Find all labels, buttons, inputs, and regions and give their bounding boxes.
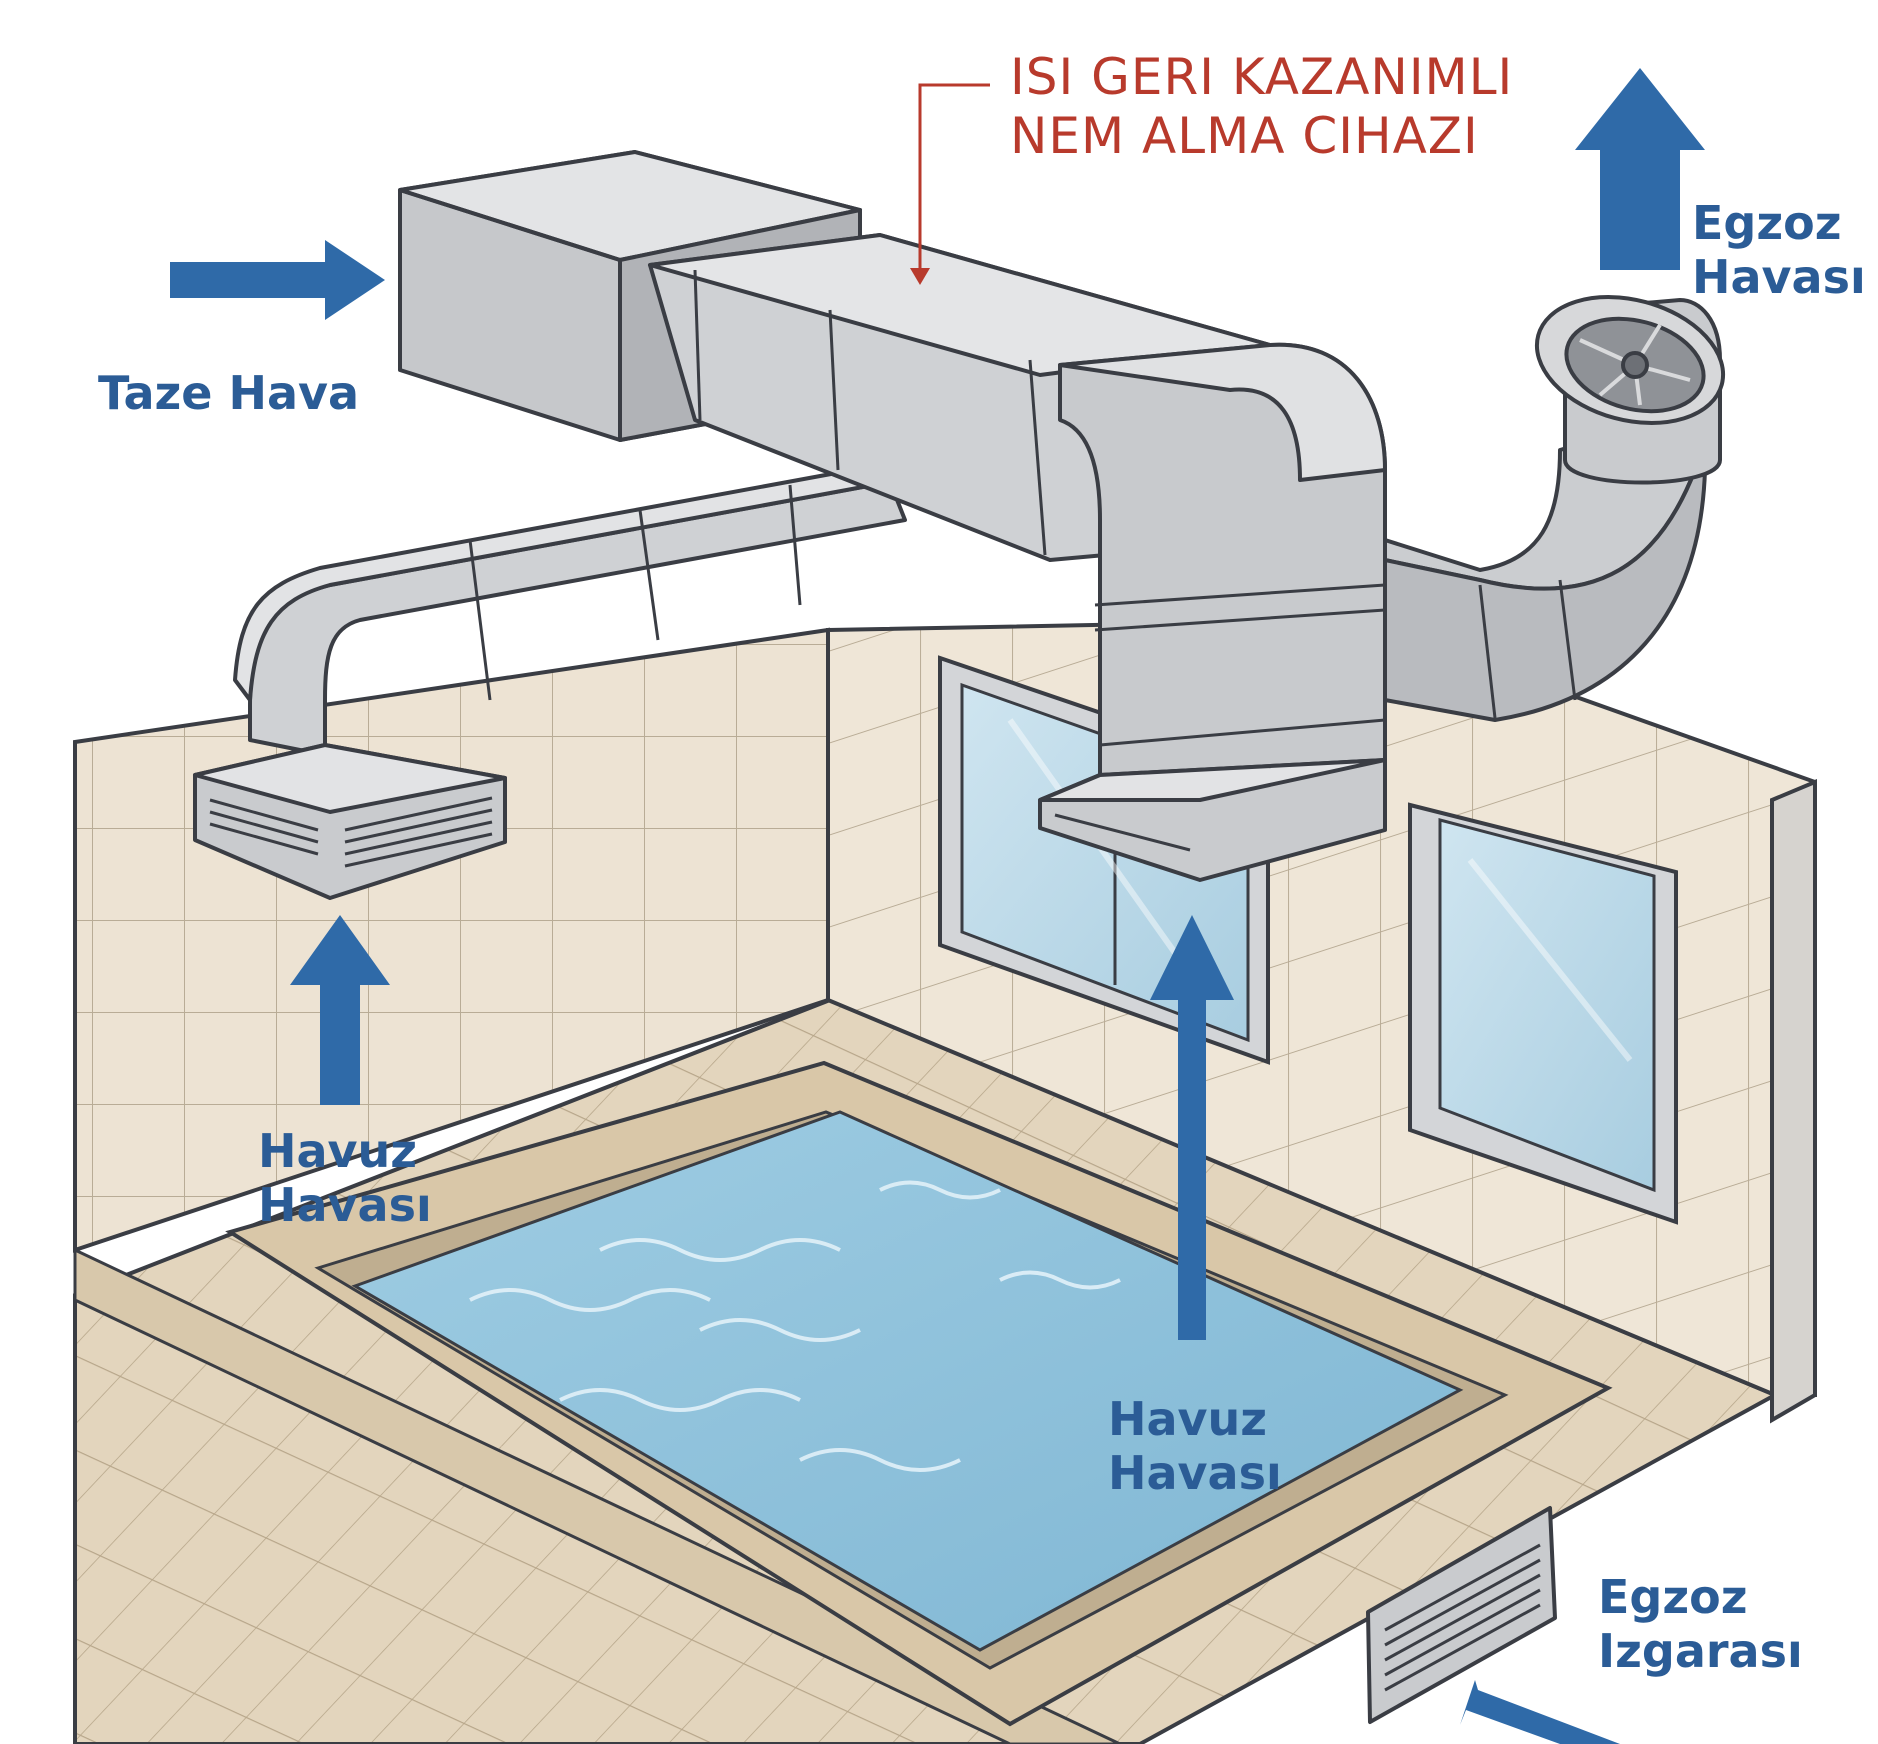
- arrow-up-icon: [1150, 915, 1234, 1340]
- center-supply-elbow: [1058, 342, 1387, 792]
- exhaust-air-label: Egzoz Havası: [1692, 196, 1866, 305]
- pool: [225, 1060, 1613, 1727]
- fresh-air-label: Taze Hava: [98, 366, 360, 420]
- water-ripples: [469, 1180, 1121, 1472]
- exhaust-grille-line2: Izgarası: [1598, 1624, 1803, 1679]
- pool-air-left-line2: Havası: [258, 1178, 432, 1233]
- arrow-up-icon: [1575, 68, 1705, 270]
- arrow-up-icon: [290, 915, 390, 1105]
- right-wall-edge: [1770, 778, 1817, 1424]
- device-label-line2: NEM ALMA CIHAZI: [1010, 107, 1479, 165]
- exhaust-grille: [1366, 1506, 1557, 1724]
- pool-air-center-line1: Havuz: [1108, 1392, 1268, 1446]
- pool-air-center-label: Havuz Havası: [1108, 1392, 1282, 1501]
- window-right: [1408, 802, 1678, 1225]
- device-label: ISI GERI KAZANIMLI NEM ALMA CIHAZI: [1010, 48, 1513, 166]
- ductwork: [193, 150, 1726, 1724]
- fan-icon: [1564, 316, 1706, 414]
- left-supply-diffuser: [193, 743, 507, 900]
- device-label-line1: ISI GERI KAZANIMLI: [1010, 48, 1514, 106]
- pool-air-center-line2: Havası: [1108, 1446, 1282, 1501]
- pool-water: [351, 1110, 1464, 1652]
- exhaust-fan-hood: [1534, 295, 1726, 485]
- arrow-right-icon: [170, 240, 385, 320]
- airflow-arrows: [170, 68, 1705, 1744]
- pool-air-left-label: Havuz Havası: [258, 1124, 432, 1233]
- pool-air-left-line1: Havuz: [258, 1124, 418, 1178]
- device-pointer-line: [918, 83, 990, 280]
- exhaust-grille-line1: Egzoz: [1598, 1570, 1748, 1624]
- exhaust-air-label-line1: Egzoz: [1692, 196, 1842, 250]
- exhaust-grille-label: Egzoz Izgarası: [1598, 1570, 1803, 1679]
- center-supply-diffuser: [1038, 758, 1387, 882]
- arrow-diagonal-icon: [1460, 1680, 1620, 1744]
- exhaust-air-label-line2: Havası: [1692, 250, 1866, 305]
